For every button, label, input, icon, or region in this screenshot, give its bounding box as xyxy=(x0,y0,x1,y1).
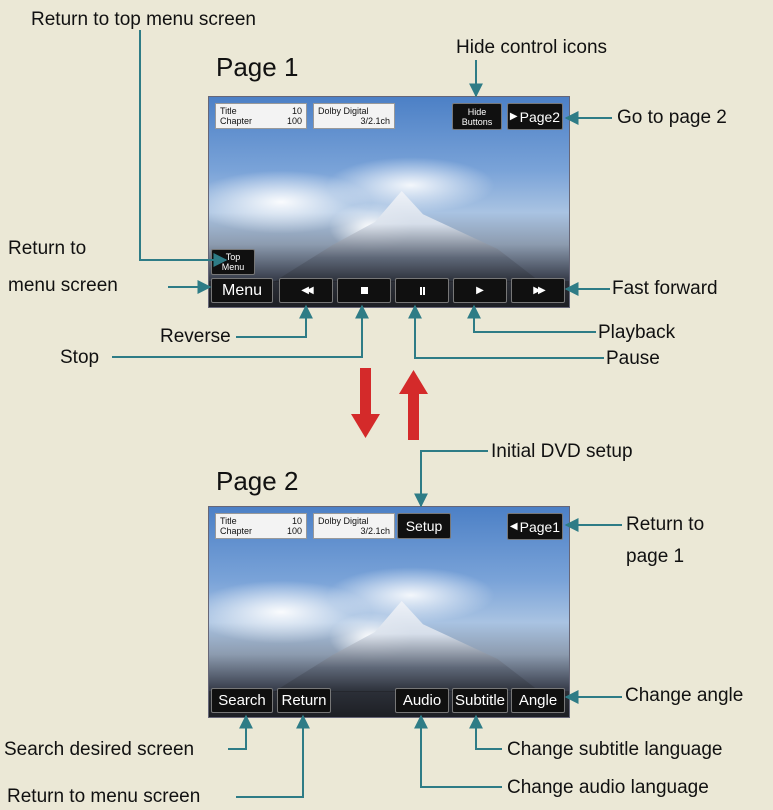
title-value: 10 xyxy=(291,106,302,116)
leader-pause xyxy=(408,304,604,359)
fast-forward-icon: ▶▶ xyxy=(533,285,546,296)
chapter-value: 100 xyxy=(286,116,302,126)
search-button[interactable]: Search xyxy=(211,688,273,713)
leader-setup xyxy=(414,450,488,508)
transition-arrows xyxy=(351,368,428,440)
callout-return-page1-line1: Return to xyxy=(626,514,705,535)
title-value: 10 xyxy=(291,516,302,526)
callout-change-audio: Change audio language xyxy=(507,777,709,798)
subtitle-label: Subtitle xyxy=(454,692,506,709)
page2-screen: Title 10 Chapter 100 Dolby Digital 3/2.1ch… xyxy=(208,506,570,718)
audio-format-info: Dolby Digital 3/2.1ch xyxy=(313,513,395,539)
arrow-up-icon xyxy=(399,370,428,440)
audio-format-line2: 3/2.1ch xyxy=(360,116,390,126)
leader-return xyxy=(236,714,310,798)
top-menu-line2: Menu xyxy=(221,262,245,272)
setup-button[interactable]: Setup xyxy=(397,513,451,539)
stop-button[interactable] xyxy=(337,278,391,303)
top-menu-button[interactable]: Top Menu xyxy=(211,249,255,275)
callout-return-menu-line2: menu screen xyxy=(8,275,118,296)
chapter-label: Chapter xyxy=(220,116,253,126)
callout-playback: Playback xyxy=(598,322,676,343)
hide-buttons-line2: Buttons xyxy=(461,116,493,127)
pause-button[interactable] xyxy=(395,278,449,303)
page2-label: Page2 xyxy=(519,108,561,125)
callout-fast-forward: Fast forward xyxy=(612,278,718,299)
pause-icon xyxy=(419,286,425,295)
menu-button[interactable]: Menu xyxy=(211,278,273,303)
callout-return-menu-screen: Return to menu screen xyxy=(7,786,201,807)
title-label: Title xyxy=(220,516,237,526)
audio-format-line2: 3/2.1ch xyxy=(360,526,390,536)
title-chapter-info: Title 10 Chapter 100 xyxy=(215,103,307,129)
fast-forward-button[interactable]: ▶▶ xyxy=(511,278,565,303)
title-label: Title xyxy=(220,106,237,116)
callout-hide-icons: Hide control icons xyxy=(456,37,608,58)
page1-screen: Title 10 Chapter 100 Dolby Digital 3/2.1ch… xyxy=(208,96,570,308)
stop-icon xyxy=(360,287,368,294)
audio-format-info: Dolby Digital 3/2.1ch xyxy=(313,103,395,129)
reverse-button[interactable]: ◀◀ xyxy=(279,278,333,303)
page1-button[interactable]: ◀ Page1 xyxy=(507,513,563,540)
page1-label: Page1 xyxy=(519,518,561,535)
callout-initial-setup: Initial DVD setup xyxy=(491,441,633,462)
leader-stop xyxy=(112,304,369,358)
leader-playback xyxy=(467,304,596,333)
leader-subtitle xyxy=(469,714,502,750)
arrow-right-icon: ▶ xyxy=(509,111,518,122)
callout-return-menu-line1: Return to xyxy=(8,238,87,259)
menu-label: Menu xyxy=(221,281,263,299)
audio-label: Audio xyxy=(402,692,442,709)
playback-button[interactable]: ▶ xyxy=(453,278,507,303)
leader-search xyxy=(228,714,253,750)
top-menu-line1: Top xyxy=(225,252,241,262)
search-label: Search xyxy=(218,692,266,709)
leader-reverse xyxy=(236,304,313,338)
hide-buttons-button[interactable]: Hide Buttons xyxy=(452,103,502,130)
angle-button[interactable]: Angle xyxy=(511,688,565,713)
callout-pause: Pause xyxy=(606,348,660,369)
callout-search-screen: Search desired screen xyxy=(4,739,195,760)
callout-return-page1-line2: page 1 xyxy=(626,546,685,567)
callout-stop: Stop xyxy=(60,347,100,368)
page1-title: Page 1 xyxy=(216,52,299,82)
return-label: Return xyxy=(281,692,327,709)
callout-change-subtitle: Change subtitle language xyxy=(507,739,723,760)
callout-reverse: Reverse xyxy=(160,326,231,347)
callout-go-page2: Go to page 2 xyxy=(617,107,727,128)
play-icon: ▶ xyxy=(476,285,484,296)
audio-format-line1: Dolby Digital xyxy=(318,516,369,526)
callout-change-angle: Change angle xyxy=(625,685,744,706)
angle-label: Angle xyxy=(518,692,558,709)
audio-format-line1: Dolby Digital xyxy=(318,106,369,116)
leader-top-menu xyxy=(139,30,228,267)
subtitle-button[interactable]: Subtitle xyxy=(452,688,508,713)
page2-title: Page 2 xyxy=(216,466,299,496)
arrow-down-icon xyxy=(351,368,380,438)
chapter-label: Chapter xyxy=(220,526,253,536)
fast-reverse-icon: ◀◀ xyxy=(301,285,314,296)
audio-button[interactable]: Audio xyxy=(395,688,449,713)
return-button[interactable]: Return xyxy=(277,688,331,713)
leader-audio xyxy=(414,714,502,788)
chapter-value: 100 xyxy=(286,526,302,536)
hide-buttons-line1: Hide xyxy=(467,106,487,117)
setup-label: Setup xyxy=(405,518,443,534)
title-chapter-info: Title 10 Chapter 100 xyxy=(215,513,307,539)
arrow-left-icon: ◀ xyxy=(509,521,518,532)
callout-return-top-menu: Return to top menu screen xyxy=(31,9,256,30)
page2-button[interactable]: ▶ Page2 xyxy=(507,103,563,130)
